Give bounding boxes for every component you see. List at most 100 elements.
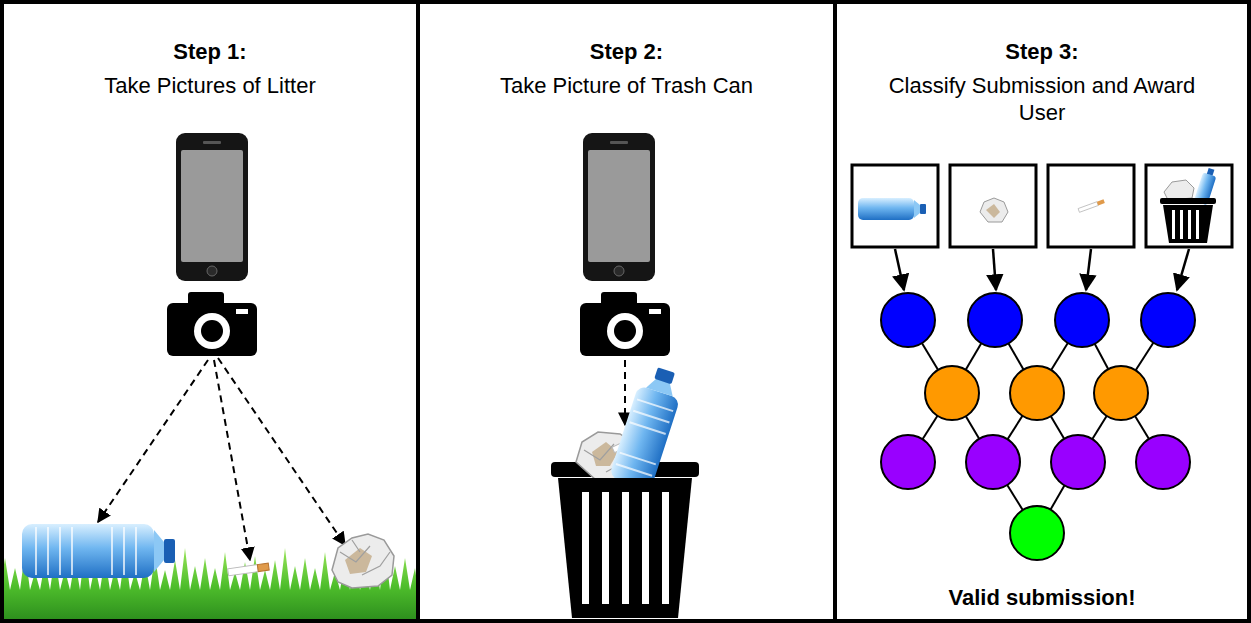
can-stripe bbox=[1172, 210, 1175, 239]
can-stripe bbox=[582, 492, 589, 604]
step-heading: Step 2: bbox=[460, 38, 793, 65]
cigarette-paper bbox=[1078, 202, 1098, 213]
can-stripe bbox=[1188, 210, 1191, 239]
bottle-ridges bbox=[36, 527, 136, 575]
paper-litter bbox=[332, 534, 394, 588]
bottle-cap bbox=[164, 539, 175, 563]
bottle-cap bbox=[654, 367, 675, 384]
phone-body bbox=[583, 133, 655, 281]
camera-lens bbox=[614, 320, 636, 342]
bottle-ridge bbox=[637, 399, 673, 411]
bottle-neck bbox=[154, 530, 164, 572]
input-arrow bbox=[895, 249, 904, 290]
can-stripe bbox=[622, 492, 629, 604]
input-thumbnails bbox=[852, 165, 1232, 247]
bottle-ridge bbox=[35, 527, 37, 575]
bottle-ridge bbox=[47, 527, 49, 575]
hidden-neuron bbox=[1136, 435, 1190, 489]
can-stripe bbox=[602, 492, 609, 604]
camera-icon bbox=[167, 292, 257, 356]
can-stripe bbox=[1196, 210, 1199, 239]
paper-ball bbox=[1164, 180, 1194, 200]
can-stripe bbox=[662, 492, 669, 604]
phone-body bbox=[176, 133, 248, 281]
bottle-litter bbox=[22, 524, 175, 578]
bottle-in-can bbox=[609, 363, 688, 490]
camera-body bbox=[580, 303, 670, 356]
paper-shade bbox=[345, 548, 372, 574]
step-description: Classify Submission and Award User bbox=[877, 72, 1207, 126]
network-neurons bbox=[881, 293, 1195, 560]
step-heading: Step 1: bbox=[44, 38, 376, 65]
camera-icon bbox=[580, 292, 670, 356]
result-label: Valid submission! bbox=[877, 584, 1207, 611]
bottle-cap bbox=[920, 204, 926, 214]
input-arrow bbox=[1177, 249, 1189, 290]
paper-ball bbox=[980, 198, 1008, 222]
input-neuron bbox=[968, 293, 1022, 347]
thumbnail-frame bbox=[852, 165, 938, 247]
thumbnail-frame bbox=[950, 165, 1036, 247]
camera-flash bbox=[649, 309, 661, 314]
camera-lens bbox=[201, 320, 223, 342]
bottle-ridge bbox=[59, 527, 61, 575]
input-neuron bbox=[1055, 293, 1109, 347]
phone-screen bbox=[588, 150, 650, 262]
bottle-ridge bbox=[135, 527, 137, 575]
dashed-arrow bbox=[218, 358, 345, 545]
cigarette-filter bbox=[257, 563, 269, 571]
thumbnail-bottle bbox=[858, 198, 926, 220]
camera-flash bbox=[236, 309, 248, 314]
can-stripes bbox=[582, 492, 669, 604]
hidden-neuron bbox=[966, 435, 1020, 489]
bottle-ridge bbox=[630, 422, 666, 434]
thumbnail-frame bbox=[1048, 165, 1134, 247]
can-stripes bbox=[1172, 210, 1199, 239]
camera-body bbox=[167, 303, 257, 356]
dashed-arrow bbox=[214, 360, 250, 560]
hidden-neuron bbox=[881, 435, 935, 489]
cigarette-paper bbox=[228, 565, 259, 576]
input-arrows bbox=[895, 249, 1189, 290]
phone-button bbox=[207, 266, 217, 276]
paper-ball bbox=[332, 534, 394, 588]
input-arrow bbox=[993, 249, 996, 290]
bottle-body bbox=[858, 198, 914, 220]
can-body bbox=[1163, 205, 1213, 243]
dashed-arrow bbox=[624, 360, 626, 425]
phone-icon bbox=[583, 133, 655, 281]
output-neuron bbox=[1010, 506, 1064, 560]
bottle-ridge bbox=[111, 527, 113, 575]
dashed-arrow bbox=[98, 360, 208, 522]
trash-can-body bbox=[558, 478, 692, 618]
can-lid bbox=[1160, 198, 1216, 204]
can-body bbox=[558, 478, 692, 618]
hidden-neuron bbox=[1010, 366, 1064, 420]
hidden-neuron bbox=[925, 366, 979, 420]
can-stripe bbox=[642, 492, 649, 604]
step-panel: Step 3: Classify Submission and Award Use… bbox=[833, 0, 1251, 623]
network-links bbox=[908, 320, 1168, 533]
thumbnail-cigarette bbox=[1078, 199, 1105, 212]
phone-screen bbox=[181, 150, 243, 262]
can-stripe bbox=[1180, 210, 1183, 239]
phone-icon bbox=[176, 133, 248, 281]
hidden-neuron bbox=[1051, 435, 1105, 489]
bottle-ridge bbox=[620, 453, 656, 465]
input-arrow bbox=[1086, 249, 1091, 290]
step-heading: Step 3: bbox=[877, 38, 1207, 65]
input-neuron bbox=[881, 293, 935, 347]
phone-button bbox=[614, 266, 624, 276]
step-description: Take Picture of Trash Can bbox=[460, 72, 793, 99]
input-neuron bbox=[1141, 293, 1195, 347]
phone-speaker bbox=[610, 141, 628, 144]
step-panel: Step 2: Take Picture of Trash Can bbox=[416, 0, 837, 623]
paper-creases bbox=[340, 540, 390, 575]
bottle-ridge bbox=[633, 411, 669, 423]
bottle-body bbox=[609, 385, 681, 490]
step-panel: Step 1:Take Pictures of Litter bbox=[0, 0, 420, 623]
bottle-neck bbox=[914, 200, 920, 218]
hidden-neuron bbox=[1094, 366, 1148, 420]
bottle-ridge bbox=[616, 464, 652, 476]
